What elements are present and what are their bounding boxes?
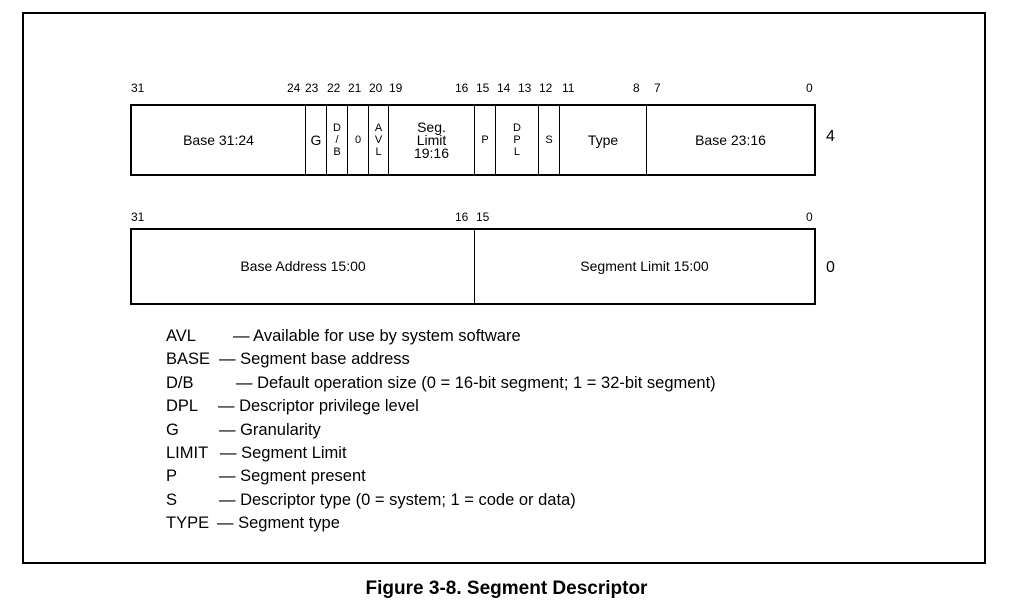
- legend-key: DPL: [166, 397, 199, 416]
- bit-number-0: 0: [806, 81, 813, 95]
- field-label-line: Seg.: [417, 118, 446, 135]
- field-zero: 0: [348, 106, 369, 174]
- legend-desc: — Segment Limit: [220, 444, 347, 463]
- field-label-line: D: [513, 122, 521, 134]
- legend-key: TYPE: [166, 514, 210, 533]
- legend-desc: — Segment present: [219, 467, 366, 486]
- legend-desc: — Segment base address: [219, 350, 410, 369]
- field-base-address-15-00: Base Address 15:00: [132, 230, 475, 303]
- legend-key: BASE: [166, 350, 211, 369]
- field-label-line: V: [374, 134, 383, 146]
- bit-number-15: 15: [476, 81, 490, 95]
- bit-number-15: 15: [476, 210, 490, 224]
- field-dpl: D P L: [496, 106, 539, 174]
- bit-number-11: 11: [562, 81, 575, 95]
- legend-item: P — Segment present: [166, 465, 716, 488]
- legend-desc: — Default operation size (0 = 16-bit seg…: [236, 373, 716, 392]
- bit-number-20: 20: [369, 81, 383, 95]
- bit-number-23: 23: [305, 81, 319, 95]
- bit-number-24: 24: [287, 81, 301, 95]
- figure-caption: Figure 3-8. Segment Descriptor: [365, 578, 648, 599]
- legend-desc: — Descriptor privilege level: [218, 397, 419, 416]
- field-label-line: A: [374, 122, 383, 134]
- legend-item: G — Granularity: [166, 419, 716, 442]
- legend-item: TYPE — Segment type: [166, 512, 716, 535]
- bit-number-16: 16: [455, 210, 469, 224]
- field-label-line: B: [333, 146, 341, 158]
- field-label-line: 19:16: [413, 144, 450, 161]
- field-p: P: [475, 106, 496, 174]
- legend-key: G: [166, 420, 179, 439]
- field-label-line: L: [375, 146, 382, 158]
- legend-item: LIMIT — Segment Limit: [166, 442, 716, 465]
- bit-number-12: 12: [539, 81, 553, 95]
- field-g: G: [306, 106, 327, 174]
- legend-item: DPL — Descriptor privilege level: [166, 395, 716, 418]
- field-s: S: [539, 106, 560, 174]
- field-type: Type: [560, 106, 647, 174]
- field-label: G: [310, 131, 322, 148]
- bit-number-0: 0: [806, 210, 813, 224]
- field-label: Base 31:24: [183, 131, 254, 148]
- bit-number-7: 7: [654, 81, 661, 95]
- legend-key: P: [166, 467, 178, 486]
- field-db: D / B: [327, 106, 348, 174]
- bit-number-13: 13: [518, 81, 532, 95]
- legend-key: LIMIT: [166, 444, 209, 463]
- field-segment-limit-15-00: Segment Limit 15:00: [475, 230, 814, 303]
- field-label: Base 23:16: [695, 131, 766, 148]
- legend-item: AVL — Available for use by system softwa…: [166, 325, 716, 348]
- legend-key: AVL: [166, 327, 196, 345]
- field-base-31-24: Base 31:24: [132, 106, 306, 174]
- bit-number-19: 19: [389, 81, 403, 95]
- field-avl: A V L: [369, 106, 389, 174]
- byte-offset-0: 0: [826, 259, 835, 276]
- field-seg-limit-19-16: Seg. Limit 19:16: [389, 106, 475, 174]
- field-label-line: P: [513, 134, 521, 146]
- field-label-line: /: [335, 134, 339, 146]
- legend-desc: — Granularity: [219, 420, 321, 439]
- field-label: S: [545, 134, 553, 146]
- bit-number-16: 16: [455, 81, 469, 95]
- legend-item: BASE — Segment base address: [166, 348, 716, 371]
- bit-number-22: 22: [327, 81, 341, 95]
- field-label-line: Limit: [416, 131, 447, 148]
- descriptor-low-dword: Base Address 15:00 Segment Limit 15:00: [130, 228, 816, 305]
- legend-desc: — Available for use by system software: [233, 327, 521, 345]
- legend-item: S — Descriptor type (0 = system; 1 = cod…: [166, 489, 716, 512]
- field-label: Type: [587, 131, 619, 148]
- legend-item: D/B — Default operation size (0 = 16-bit…: [166, 372, 716, 395]
- field-base-23-16: Base 23:16: [647, 106, 814, 174]
- field-label-line: L: [513, 146, 521, 158]
- bit-number-14: 14: [497, 81, 511, 95]
- field-label: 0: [354, 134, 362, 146]
- legend-key: S: [166, 490, 178, 509]
- legend: AVL — Available for use by system softwa…: [166, 325, 716, 536]
- legend-key: D/B: [166, 373, 194, 392]
- figure-frame: [22, 12, 986, 564]
- bit-number-31: 31: [131, 210, 145, 224]
- bit-number-8: 8: [633, 81, 640, 95]
- field-label-line: D: [333, 122, 341, 134]
- descriptor-high-dword: Base 31:24 G D / B 0 A V L Seg. Limit 19…: [130, 104, 816, 176]
- field-label: Base Address 15:00: [240, 258, 366, 274]
- field-label: P: [481, 134, 489, 146]
- legend-desc: — Descriptor type (0 = system; 1 = code …: [219, 490, 576, 509]
- field-label: Segment Limit 15:00: [580, 258, 709, 274]
- legend-desc: — Segment type: [217, 514, 340, 533]
- bit-number-21: 21: [348, 81, 362, 95]
- byte-offset-4: 4: [826, 128, 835, 145]
- bit-number-31: 31: [131, 81, 145, 95]
